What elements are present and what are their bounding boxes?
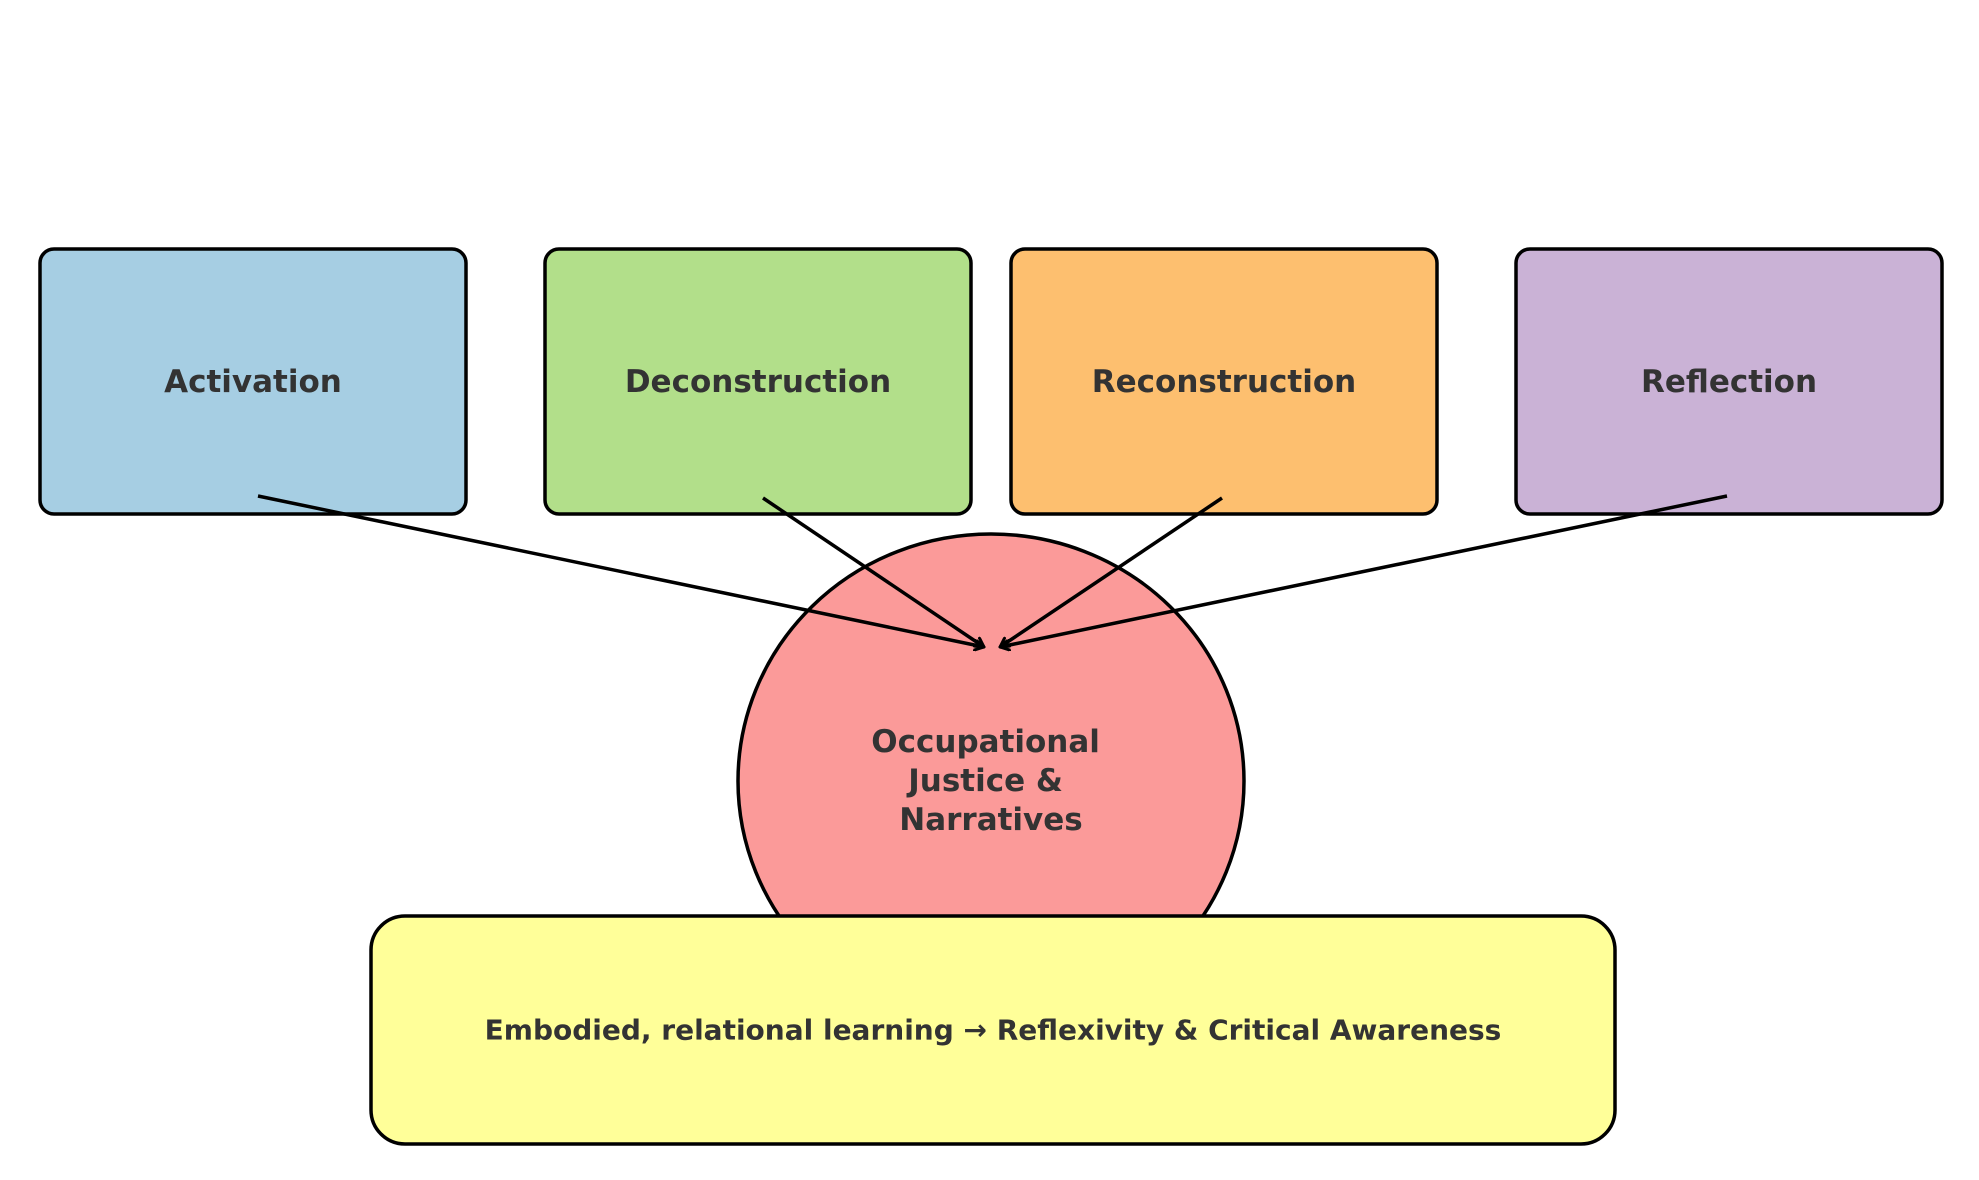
stage-reflection: Reflection xyxy=(1514,247,1944,516)
stage-activation-label: Activation xyxy=(164,364,342,400)
stage-reconstruction: Reconstruction xyxy=(1009,247,1439,516)
center-label: Occupational Justice & Narratives xyxy=(871,724,1110,838)
arrows xyxy=(257,494,1728,647)
outcome-box xyxy=(369,914,1617,1146)
arrow-reconstruction-to-center xyxy=(1000,496,1223,647)
stage-deconstruction: Deconstruction xyxy=(543,247,973,516)
stage-deconstruction-label: Deconstruction xyxy=(625,364,891,400)
center-label-line-2: Justice & xyxy=(906,763,1063,799)
stage-deconstruction-box xyxy=(543,247,973,516)
stage-reflection-label: Reflection xyxy=(1641,364,1817,400)
arrow-deconstruction-to-center xyxy=(762,496,984,647)
center-label-line-1: Occupational xyxy=(871,724,1100,760)
stage-reconstruction-box xyxy=(1009,247,1439,516)
outcome-label: Embodied, relational learning → Reflexiv… xyxy=(485,1014,1502,1047)
stage-activation: Activation xyxy=(38,247,468,516)
stage-activation-box xyxy=(38,247,468,516)
center-label-line-3: Narratives xyxy=(899,802,1083,838)
arrow-activation-to-center xyxy=(257,494,984,647)
stage-reconstruction-label: Reconstruction xyxy=(1092,364,1356,400)
arrow-reflection-to-center xyxy=(1000,494,1728,647)
center-node: Occupational Justice & Narratives xyxy=(736,532,1246,1030)
stage-reflection-box xyxy=(1514,247,1944,516)
outcome-node: Embodied, relational learning → Reflexiv… xyxy=(369,914,1617,1146)
